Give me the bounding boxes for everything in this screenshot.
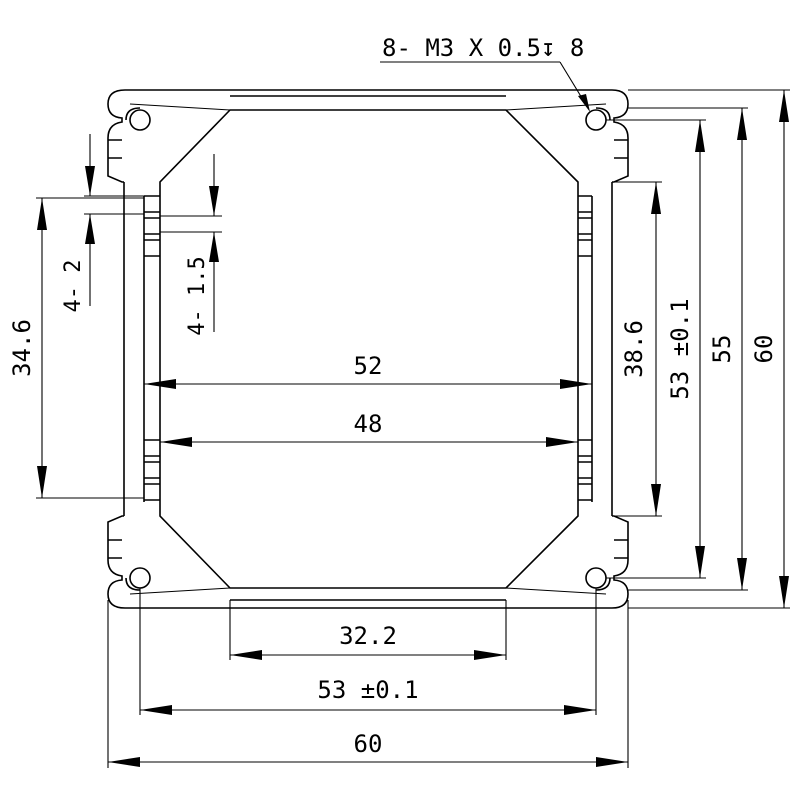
top-flange (125, 89, 629, 183)
top-flange-left (107, 89, 126, 183)
thread-callout: 8- M3 X 0.5↧ 8 (380, 34, 590, 112)
enclosure-profile (107, 89, 629, 609)
inner-cavity (159, 109, 579, 589)
dim-label-55: 55 (708, 335, 736, 364)
dimension-fin-width: 4- 1.5 (160, 154, 222, 336)
thread-callout-label: 8- M3 X 0.5↧ 8 (382, 34, 584, 62)
dimension-fin-spacing: 4- 2 (61, 134, 144, 312)
dim-label-4-1-5: 4- 1.5 (185, 256, 210, 335)
dimension-right-60: 60 (628, 89, 790, 609)
dimension-right-38-6: 38.6 (614, 181, 662, 517)
dim-label-34-6: 34.6 (8, 319, 36, 377)
dimension-inner-52: 52 (144, 352, 592, 389)
dim-label-53-right: 53 ±0.1 (666, 298, 694, 399)
dim-label-48: 48 (354, 410, 383, 438)
screw-hole-top-left (125, 107, 151, 131)
screw-hole-bottom-right (585, 567, 611, 591)
bottom-flange-left (107, 515, 126, 609)
dimension-inner-48: 48 (160, 410, 578, 447)
dim-label-60-bottom: 60 (354, 730, 383, 758)
bottom-flange (125, 515, 629, 609)
dim-label-4-2: 4- 2 (61, 260, 86, 313)
dim-label-32-2: 32.2 (339, 622, 397, 650)
dimension-bottom-overall: 60 (107, 600, 629, 768)
dimension-bottom-inner: 32.2 (229, 600, 507, 660)
screw-hole-bottom-left (125, 567, 151, 591)
dimension-bottom-hole-spacing: 53 ±0.1 (139, 588, 597, 715)
dim-label-60-right: 60 (750, 335, 778, 364)
dimension-right-53: 53 ±0.1 (606, 119, 706, 579)
dimension-right-55: 55 (628, 107, 748, 591)
dim-label-52: 52 (354, 352, 383, 380)
dimension-left-34-6: 34.6 (8, 197, 144, 499)
dim-label-38-6: 38.6 (620, 320, 648, 378)
dim-label-53-bottom: 53 ±0.1 (317, 676, 418, 704)
